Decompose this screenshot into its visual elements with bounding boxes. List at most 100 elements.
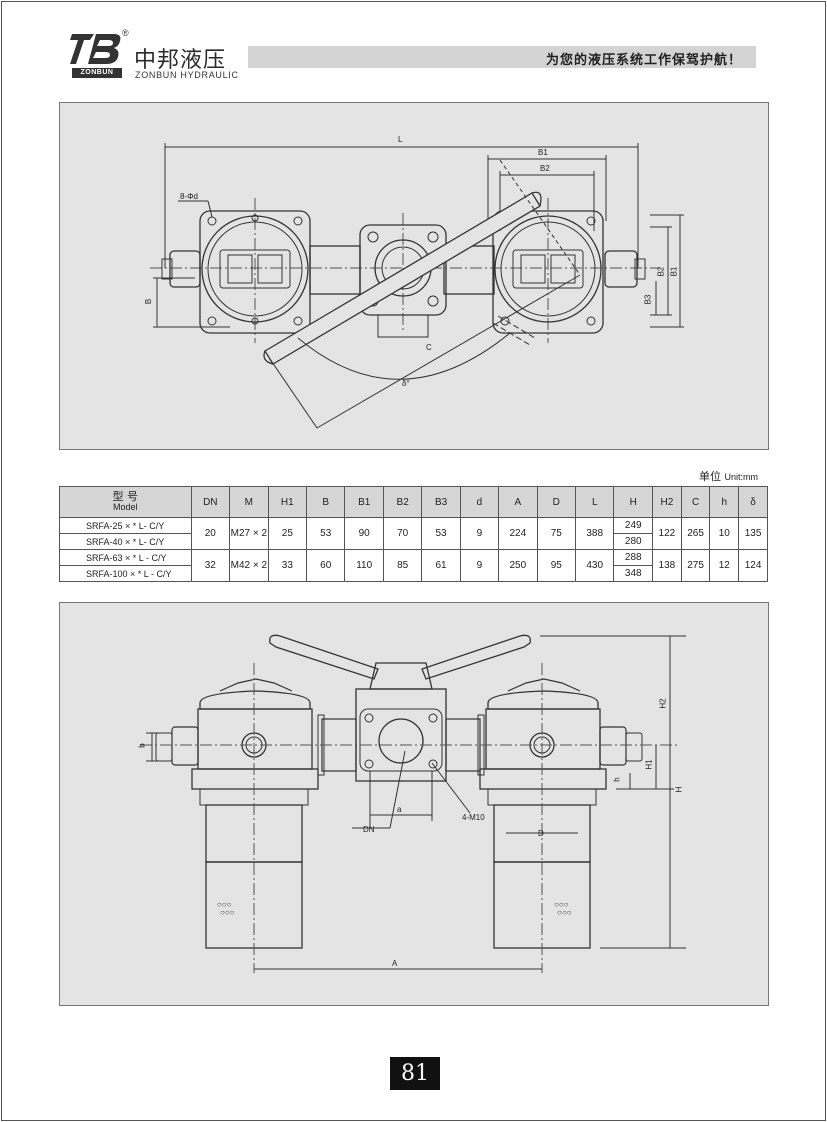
- header-col: δ: [738, 486, 768, 518]
- header-col: d: [459, 486, 500, 518]
- cell-H: 348: [613, 565, 653, 582]
- svg-text:○○○: ○○○: [217, 900, 232, 909]
- cell-L: 430: [574, 549, 615, 582]
- cell-A: 250: [498, 549, 538, 582]
- cell-C: 265: [680, 517, 711, 550]
- cell-delta: 135: [738, 517, 768, 550]
- logo-mark-icon: [70, 34, 121, 64]
- cell-H2: 122: [652, 517, 682, 550]
- cell-D: 75: [536, 517, 576, 550]
- table-row: SRFA-100 × * L - C/Y 348: [59, 565, 768, 582]
- cell-d: 9: [459, 517, 500, 550]
- cell-B: 53: [306, 517, 346, 550]
- header-col: M: [229, 486, 269, 518]
- dim-label-C: C: [426, 343, 432, 352]
- dim-label-h: h: [612, 777, 622, 782]
- logo-badge: ZONBUN: [72, 68, 122, 78]
- table-row: SRFA-25 × * L- C/Y 20 M27 × 2 25 53 90 7…: [59, 517, 768, 550]
- header-col: H: [613, 486, 653, 518]
- cell-A: 224: [498, 517, 538, 550]
- model-cell: SRFA-63 × * L - C/Y: [59, 549, 192, 566]
- cell-H: 249: [613, 517, 653, 534]
- dim-label-b: b: [137, 743, 147, 748]
- header-model-cn: 型 号: [112, 490, 139, 503]
- header-col: B: [306, 486, 346, 518]
- header-col: L: [574, 486, 615, 518]
- table-row: SRFA-63 × * L - C/Y 32 M42 × 2 33 60 110…: [59, 549, 768, 582]
- header-col: h: [709, 486, 740, 518]
- header-col: H2: [652, 486, 682, 518]
- dim-label-DN: DN: [363, 825, 375, 834]
- dim-label-bolts: 4-M10: [462, 813, 485, 822]
- header-col: DN: [190, 486, 231, 518]
- registered-mark: ®: [122, 28, 129, 38]
- cell-B2: 70: [382, 517, 423, 550]
- dim-label-a: a: [397, 805, 402, 814]
- dim-label-B: B: [144, 298, 154, 305]
- brand-name-cn: 中邦液压: [134, 48, 227, 73]
- slogan-bar: 为您的液压系统工作保驾护航！: [248, 46, 756, 68]
- dim-label-H2: H2: [658, 698, 668, 709]
- cell-H: 288: [613, 549, 653, 566]
- cell-d: 9: [459, 549, 500, 582]
- header-model-en: Model: [113, 502, 138, 512]
- header-col: B2: [382, 486, 423, 518]
- brand-name-en: ZONBUN HYDRAULIC: [135, 70, 239, 80]
- header-col: H1: [267, 486, 308, 518]
- dim-label-L: L: [398, 135, 403, 144]
- dim-label-D: D: [538, 829, 544, 838]
- dim-label-B1: B1: [538, 148, 548, 157]
- cell-B3: 61: [421, 549, 461, 582]
- dim-label-B3: B3: [643, 294, 653, 305]
- unit-label: 单位 Unit:mm: [699, 468, 758, 484]
- svg-text:○○○: ○○○: [554, 900, 569, 909]
- header-col: A: [498, 486, 538, 518]
- cell-M: M27 × 2: [229, 517, 269, 550]
- top-view-drawing: L B1 B2 B2 B1 B3 B C δ° 8-Φd: [59, 102, 769, 450]
- cell-B2: 85: [382, 549, 423, 582]
- model-cell: SRFA-100 × * L - C/Y: [59, 565, 192, 582]
- dim-label-holes: 8-Φd: [180, 192, 198, 201]
- header-col: B1: [344, 486, 384, 518]
- header-col: D: [536, 486, 576, 518]
- cell-h: 10: [709, 517, 740, 550]
- cell-h: 12: [709, 549, 740, 582]
- dim-label-B1-side: B1: [669, 266, 679, 277]
- cell-B1: 90: [344, 517, 384, 550]
- dim-label-H1: H1: [644, 759, 654, 770]
- dim-label-B2: B2: [540, 164, 550, 173]
- cell-C: 275: [680, 549, 711, 582]
- dim-label-A: A: [392, 959, 398, 968]
- unit-en: Unit:mm: [724, 472, 759, 482]
- dim-label-delta: δ°: [402, 379, 410, 388]
- svg-text:○○○: ○○○: [220, 908, 235, 917]
- cell-B1: 110: [344, 549, 384, 582]
- page-number: 81: [390, 1057, 440, 1090]
- dim-label-H: H: [674, 786, 684, 793]
- cell-H1: 33: [267, 549, 308, 582]
- header-col: C: [680, 486, 711, 518]
- slogan: 为您的液压系统工作保驾护航！: [545, 53, 742, 68]
- dim-label-B2-side: B2: [656, 266, 666, 277]
- cell-H1: 25: [267, 517, 308, 550]
- header-col: B3: [421, 486, 461, 518]
- cell-D: 95: [536, 549, 576, 582]
- cell-H2: 138: [652, 549, 682, 582]
- cell-L: 388: [574, 517, 615, 550]
- cell-B3: 53: [421, 517, 461, 550]
- cell-DN: 20: [190, 517, 231, 550]
- unit-cn: 单位: [699, 470, 721, 483]
- cell-B: 60: [306, 549, 346, 582]
- model-cell: SRFA-40 × * L- C/Y: [59, 533, 192, 550]
- cell-H: 280: [613, 533, 653, 550]
- cell-delta: 124: [738, 549, 768, 582]
- model-cell: SRFA-25 × * L- C/Y: [59, 517, 192, 534]
- svg-text:○○○: ○○○: [557, 908, 572, 917]
- cell-M: M42 × 2: [229, 549, 269, 582]
- cell-DN: 32: [190, 549, 231, 582]
- front-view-drawing: ○○○ ○○○ ○○○ ○○○: [59, 602, 769, 1006]
